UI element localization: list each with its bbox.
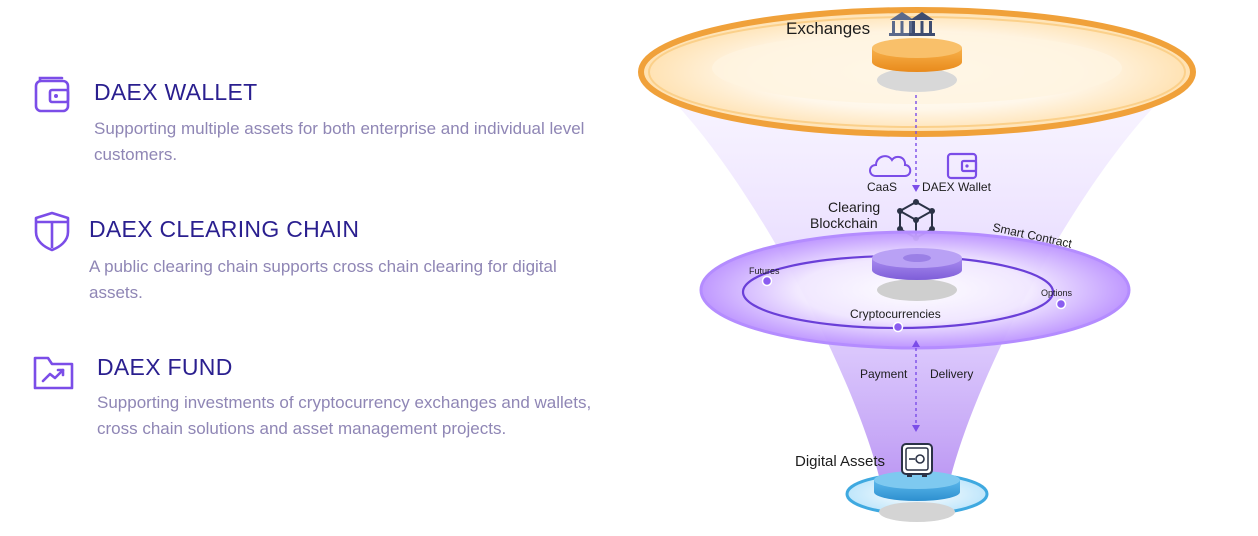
digital-assets-label: Digital Assets (795, 453, 885, 470)
cryptocurrencies-dot (892, 321, 904, 333)
feature-daex-clearing-chain: DAEX CLEARING CHAIN A public clearing ch… (32, 210, 592, 310)
options-dot (1055, 298, 1067, 310)
safe-icon (901, 443, 933, 477)
exchanges-label: Exchanges (786, 19, 870, 38)
caas-label: CaaS (867, 180, 897, 194)
digital-assets-cylinder (874, 471, 960, 522)
cloud-icon (869, 155, 912, 177)
options-label: Options (1041, 288, 1073, 298)
futures-label: Futures (749, 266, 780, 276)
funnel-diagram: Exchanges CaaS DAEX Wallet Clearing Bloc… (638, 7, 1196, 522)
feature-description: Supporting investments of cryptocurrency… (97, 393, 592, 438)
bank-icon (889, 12, 935, 36)
arrow-head-up (912, 340, 920, 347)
arrow-head-down (912, 425, 920, 432)
folder-chart-icon (33, 356, 74, 390)
futures-dot (761, 275, 773, 287)
feature-daex-fund: DAEX FUND Supporting investments of cryp… (32, 350, 612, 450)
cryptocurrencies-label: Cryptocurrencies (850, 307, 941, 321)
shield-icon (34, 211, 70, 252)
clearing-label-line2: Blockchain (810, 215, 878, 231)
wallet-small-icon (946, 152, 978, 180)
arrow-head (912, 185, 920, 192)
feature-description: A public clearing chain supports cross c… (89, 257, 557, 302)
feature-title: DAEX CLEARING CHAIN (89, 216, 360, 242)
feature-description: Supporting multiple assets for both ente… (94, 119, 585, 164)
clearing-cylinder (872, 248, 962, 301)
daex-wallet-label: DAEX Wallet (922, 180, 992, 194)
payment-label: Payment (860, 367, 908, 381)
wallet-icon (34, 76, 70, 113)
feature-title: DAEX FUND (97, 354, 233, 380)
exchanges-cylinder (872, 38, 962, 92)
clearing-label-line1: Clearing (828, 199, 880, 215)
feature-title: DAEX WALLET (94, 79, 258, 105)
feature-daex-wallet: DAEX WALLET Supporting multiple assets f… (32, 74, 592, 174)
delivery-label: Delivery (930, 367, 973, 381)
